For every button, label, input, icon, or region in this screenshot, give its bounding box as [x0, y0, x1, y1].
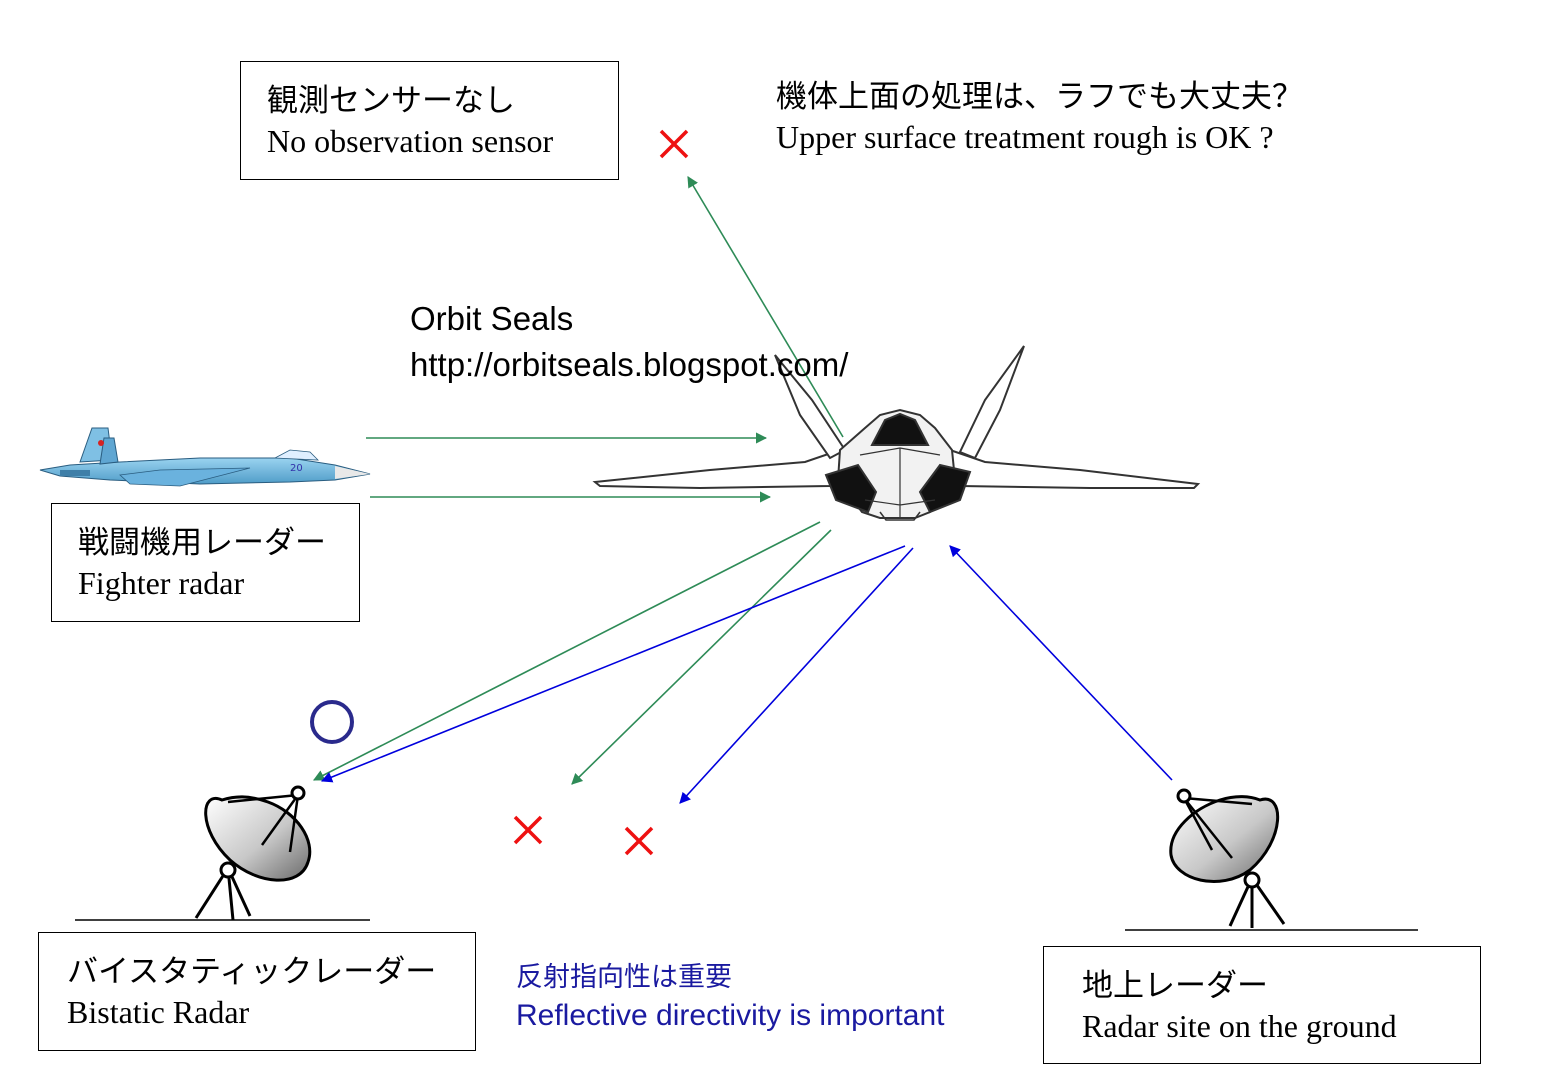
bistatic-jp: バイスタティックレーダー — [67, 954, 437, 990]
reflective-note: 反射指向性は重要 Reflective directivity is impor… — [516, 959, 944, 1035]
upper-surface-en: Upper surface treatment rough is OK ? — [776, 119, 1274, 155]
ground-radar-beam — [949, 545, 1173, 781]
ground-radar-en: Radar site on the ground — [1082, 1008, 1397, 1044]
upper-surface-jp: 機体上面の処理は、ラフでも大丈夫？ — [776, 79, 1303, 115]
bistatic-en: Bistatic Radar — [67, 994, 250, 1030]
no-sensor-jp: 観測センサーなし — [267, 83, 515, 119]
radar-dish-icon — [1125, 788, 1418, 931]
reflection-up-arrow — [687, 176, 844, 438]
fighter-radar-en: Fighter radar — [78, 565, 245, 601]
credit-url: http://orbitseals.blogspot.com/ — [410, 346, 849, 383]
no-sensor-label-box: 観測センサーなし No observation sensor — [240, 61, 619, 180]
bistatic-label-box: バイスタティックレーダー Bistatic Radar — [38, 932, 476, 1051]
reflection-to-bistatic-green — [313, 521, 821, 781]
credit-name: Orbit Seals — [410, 300, 574, 337]
reflective-jp: 反射指向性は重要 — [516, 962, 732, 993]
svg-text:20: 20 — [290, 463, 303, 474]
reflective-en: Reflective directivity is important — [516, 999, 945, 1032]
fighter-radar-label-box: 戦闘機用レーダー Fighter radar — [51, 503, 360, 622]
reflection-missed-blue — [679, 547, 914, 804]
credit-block: Orbit Seals http://orbitseals.blogspot.c… — [410, 296, 848, 388]
radar-dish-icon — [75, 785, 370, 921]
f22-front-icon — [592, 345, 1201, 521]
upper-surface-note: 機体上面の処理は、ラフでも大丈夫？ Upper surface treatmen… — [776, 76, 1303, 156]
cross-mark-bottom-right — [624, 826, 654, 856]
cross-mark-top — [659, 129, 689, 159]
circle-mark — [310, 700, 354, 744]
su33-side-icon: 20 — [39, 427, 371, 487]
reflection-to-bistatic-blue — [320, 545, 906, 783]
fighter-radar-jp: 戦闘機用レーダー — [78, 525, 326, 561]
no-sensor-en: No observation sensor — [267, 123, 554, 159]
cross-mark-bottom-left — [513, 815, 543, 845]
ground-radar-label-box: 地上レーダー Radar site on the ground — [1043, 946, 1481, 1064]
ground-radar-jp: 地上レーダー — [1082, 968, 1268, 1004]
reflection-missed-green — [571, 529, 832, 785]
